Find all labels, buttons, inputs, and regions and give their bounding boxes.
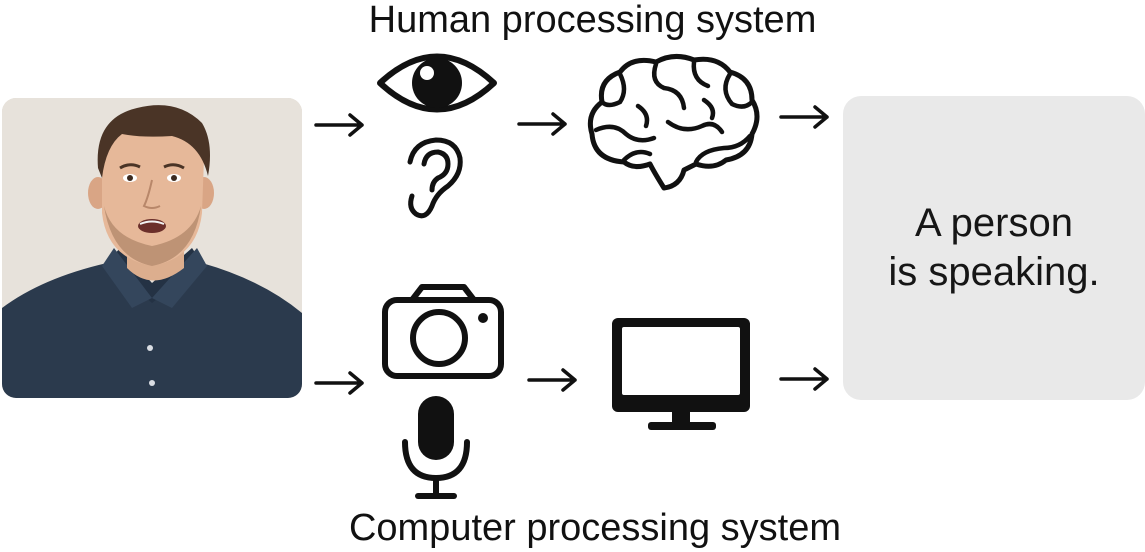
result-line-2: is speaking. bbox=[888, 250, 1100, 294]
microphone-icon bbox=[401, 394, 471, 500]
arrow-right-icon bbox=[517, 111, 569, 137]
result-line-1: A person bbox=[915, 201, 1073, 246]
brain-icon bbox=[584, 52, 762, 194]
camera-icon bbox=[382, 284, 504, 380]
result-box: A person is speaking. bbox=[843, 96, 1145, 400]
result-caption: A person is speaking. bbox=[888, 199, 1099, 297]
monitor-icon bbox=[612, 318, 752, 434]
arrow-right-icon bbox=[527, 367, 579, 393]
human-processing-title: Human processing system bbox=[368, 0, 817, 41]
computer-processing-title: Computer processing system bbox=[348, 507, 842, 549]
speaker-photo bbox=[2, 98, 302, 398]
ear-icon bbox=[402, 136, 468, 220]
arrow-right-icon bbox=[779, 366, 831, 392]
arrow-right-icon bbox=[314, 112, 366, 138]
arrow-right-icon bbox=[314, 370, 366, 396]
arrow-right-icon bbox=[779, 104, 831, 130]
eye-icon bbox=[376, 44, 498, 122]
